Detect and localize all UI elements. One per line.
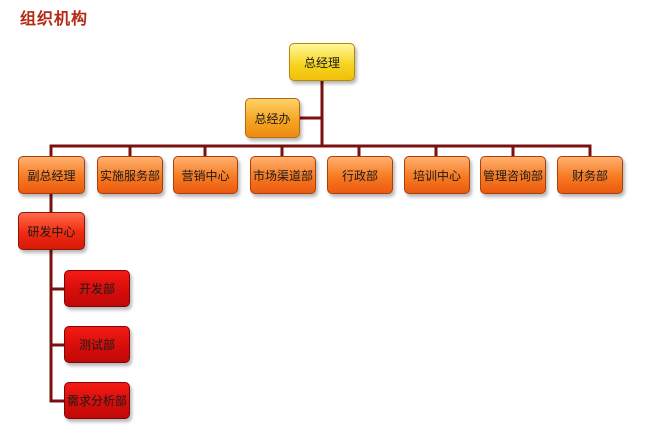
node-development: 开发部	[64, 270, 130, 307]
node-implementation-service: 实施服务部	[97, 156, 163, 194]
node-requirements-analysis: 需求分析部	[64, 382, 130, 419]
node-administration: 行政部	[327, 156, 393, 194]
node-training-center: 培训中心	[404, 156, 470, 194]
node-deputy-gm: 副总经理	[18, 156, 85, 194]
node-general-office: 总经办	[245, 98, 300, 138]
page-title: 组织机构	[20, 9, 89, 28]
node-general-manager: 总经理	[289, 43, 355, 81]
node-market-channel: 市场渠道部	[250, 156, 316, 194]
node-finance: 财务部	[557, 156, 623, 194]
node-rnd-center: 研发中心	[18, 212, 85, 250]
node-management-consulting: 管理咨询部	[480, 156, 546, 194]
node-testing: 测试部	[64, 326, 130, 363]
node-marketing-center: 营销中心	[173, 156, 238, 194]
